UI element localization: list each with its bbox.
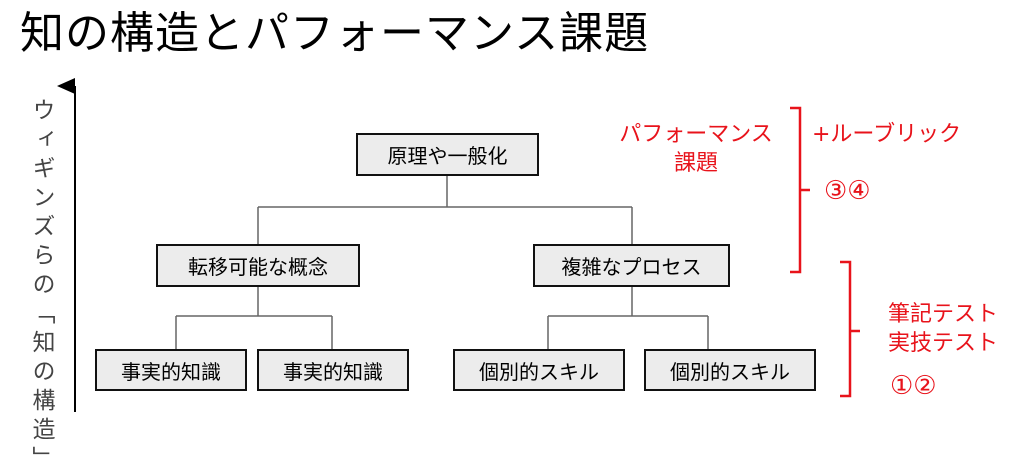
- performance-task-label: パフォーマンス 課題: [606, 120, 786, 178]
- node-principles: 原理や一般化: [356, 133, 539, 176]
- performance-task-line2: 課題: [673, 151, 718, 176]
- upper-bracket: [790, 106, 810, 274]
- upper-numbers: ③④: [824, 176, 871, 206]
- node-factual-knowledge-2: 事実的知識: [257, 349, 409, 391]
- connector-top-branch: [257, 176, 633, 244]
- rubric-label: +ルーブリック: [812, 122, 962, 147]
- node-complex-processes: 複雑なプロセス: [533, 244, 730, 287]
- node-individual-skill-1: 個別的スキル: [453, 349, 625, 391]
- connector-left-branch: [175, 287, 333, 349]
- node-individual-skill-2: 個別的スキル: [644, 349, 816, 391]
- performance-task-line1: パフォーマンス: [619, 122, 773, 147]
- lower-bracket: [840, 260, 860, 398]
- test-label-line1: 筆記テスト: [887, 302, 998, 327]
- lower-numbers: ①②: [890, 371, 937, 401]
- test-label-line2: 実技テスト: [887, 331, 998, 356]
- test-label: 筆記テスト 実技テスト: [878, 300, 1008, 358]
- node-factual-knowledge-1: 事実的知識: [95, 349, 247, 391]
- page-title: 知の構造とパフォーマンス課題: [20, 8, 650, 59]
- axis-label: ウィギンズらの「知の構造」: [28, 98, 54, 475]
- connector-lines: [57, 78, 860, 412]
- connector-right-branch: [547, 287, 709, 349]
- node-transferable-concepts: 転移可能な概念: [156, 244, 360, 287]
